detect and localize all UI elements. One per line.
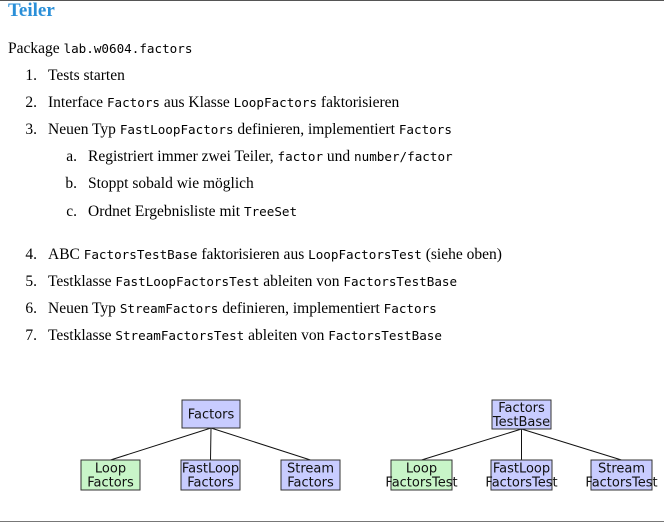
inheritance-edge xyxy=(421,428,522,461)
inheritance-edge xyxy=(110,427,212,461)
code-identifier: FactorsTestBase xyxy=(343,274,458,289)
stream-factors-label-line: Factors xyxy=(287,476,334,491)
substep-a-text: Registriert immer zwei Teiler, factor un… xyxy=(88,148,453,166)
step-text-segment: Neuen Typ xyxy=(48,121,120,138)
package-prefix: Package xyxy=(8,40,64,57)
stream-factors-box xyxy=(280,459,341,491)
stream-factors-test-box xyxy=(590,459,653,491)
fastloop-factors-test-label-line: FactorsTest xyxy=(485,476,557,491)
step-5-text: Testklasse FastLoopFactorsTest ableiten … xyxy=(48,273,457,291)
step-text-segment: Stoppt sobald wie möglich xyxy=(88,175,254,192)
step-text-segment: Ordnet Ergebnisliste mit xyxy=(88,203,244,220)
stream-factors-label-line: Stream xyxy=(287,462,334,477)
step-text-segment: Registriert immer zwei Teiler, xyxy=(88,148,278,165)
step-text-segment: und xyxy=(323,148,355,165)
step-4-text: ABC FactorsTestBase faktorisieren aus Lo… xyxy=(48,246,502,264)
package-line: Package lab.w0604.factors xyxy=(8,40,192,58)
top-rule xyxy=(0,0,664,1)
code-identifier: FactorsTestBase xyxy=(83,247,198,262)
step-text-segment: Neuen Typ xyxy=(48,300,120,317)
bottom-rule xyxy=(0,521,664,522)
step-3-text: Neuen Typ FastLoopFactors definieren, im… xyxy=(48,121,452,139)
code-identifier: FactorsTestBase xyxy=(328,328,442,343)
step-1-text: Tests starten xyxy=(48,67,125,85)
step-text-segment: Interface xyxy=(48,94,107,111)
loop-factors-label-line: Factors xyxy=(87,476,134,491)
step-6-number: 6. xyxy=(25,300,37,317)
code-identifier: StreamFactorsTest xyxy=(115,328,245,343)
code-identifier: LoopFactors xyxy=(233,95,318,110)
code-identifier: Factors xyxy=(398,122,452,137)
code-identifier: number/factor xyxy=(354,149,453,164)
substep-a-number: a. xyxy=(66,148,77,165)
code-identifier: Factors xyxy=(383,301,437,316)
inheritance-edge xyxy=(210,427,212,461)
step-text-segment: faktorisieren aus xyxy=(197,246,309,263)
step-text-segment: definieren, implementiert xyxy=(233,121,399,138)
step-7-number: 7. xyxy=(25,327,37,344)
code-identifier: Factors xyxy=(106,95,161,110)
step-1-number: 1. xyxy=(25,67,37,84)
code-identifier: StreamFactors xyxy=(119,301,219,316)
step-5-number: 5. xyxy=(25,273,37,290)
step-2-number: 2. xyxy=(25,94,37,111)
substep-c-number: c. xyxy=(66,203,77,220)
step-3-number: 3. xyxy=(25,121,37,138)
step-text-segment: definieren, implementiert xyxy=(218,300,384,317)
step-text-segment: ABC xyxy=(48,246,84,263)
factors-test-base-label-line: Factors xyxy=(498,401,545,416)
step-4-number: 4. xyxy=(25,246,37,263)
fastloop-factors-box xyxy=(180,459,241,491)
inheritance-edge xyxy=(521,428,622,461)
substep-c-text: Ordnet Ergebnisliste mit TreeSet xyxy=(88,203,297,221)
code-identifier: TreeSet xyxy=(243,204,298,219)
loop-factors-label-line: Loop xyxy=(95,462,126,477)
step-text-segment: Testklasse xyxy=(48,273,116,290)
fastloop-factors-label-line: Factors xyxy=(187,476,234,491)
fastloop-factors-label-line: FastLoop xyxy=(182,462,239,477)
substep-b-text: Stoppt sobald wie möglich xyxy=(88,175,254,193)
factors-interface-label-line: Factors xyxy=(188,408,235,423)
code-identifier: factor xyxy=(277,149,324,164)
step-text-segment: faktorisieren xyxy=(317,94,400,111)
fastloop-factors-test-box xyxy=(490,459,553,491)
inheritance-edge xyxy=(210,427,311,461)
step-text-segment: ableiten von xyxy=(244,327,329,344)
step-text-segment: ableiten von xyxy=(259,273,344,290)
step-text-segment: Tests starten xyxy=(48,67,125,84)
factors-interface-box xyxy=(181,399,241,429)
step-text-segment: (siehe oben) xyxy=(421,246,502,263)
step-2-text: Interface Factors aus Klasse LoopFactors… xyxy=(48,94,399,112)
step-6-text: Neuen Typ StreamFactors definieren, impl… xyxy=(48,300,437,318)
stream-factors-test-label-line: FactorsTest xyxy=(585,476,657,491)
step-text-segment: aus Klasse xyxy=(160,94,234,111)
loop-factors-test-label-line: Loop xyxy=(406,462,437,477)
package-name: lab.w0604.factors xyxy=(63,41,193,56)
code-identifier: FastLoopFactors xyxy=(119,122,234,137)
stream-factors-test-label-line: Stream xyxy=(598,462,645,477)
loop-factors-test-box xyxy=(390,459,453,491)
factors-test-base-label-line: TestBase xyxy=(492,415,550,430)
substep-b-number: b. xyxy=(65,175,77,192)
step-7-text: Testklasse StreamFactorsTest ableiten vo… xyxy=(48,327,442,345)
loop-factors-test-label-line: FactorsTest xyxy=(385,476,457,491)
factors-test-base-box xyxy=(491,399,552,430)
step-text-segment: Testklasse xyxy=(48,327,116,344)
page-title: Teiler xyxy=(8,0,55,21)
loop-factors-box xyxy=(80,459,141,491)
fastloop-factors-test-label-line: FastLoop xyxy=(493,462,550,477)
code-identifier: FastLoopFactorsTest xyxy=(115,274,260,289)
code-identifier: LoopFactorsTest xyxy=(308,247,422,262)
